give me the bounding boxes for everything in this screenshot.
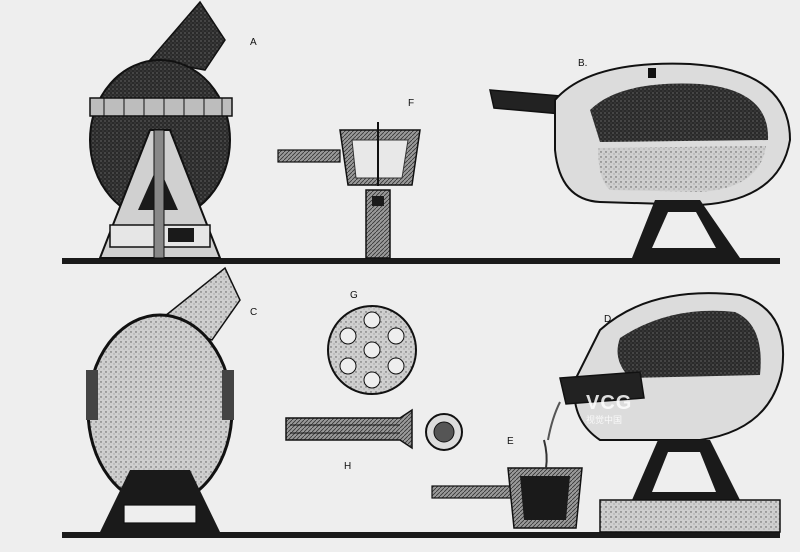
tuyere-plate-g (327, 305, 417, 395)
label-d: D (604, 314, 612, 325)
ground-line-top (62, 258, 780, 264)
watermark-sub: 视觉中国 (586, 415, 623, 425)
label-a: A (250, 37, 257, 48)
ground-line-bottom (62, 532, 780, 538)
label-f: F (408, 98, 415, 109)
converter-c (86, 266, 241, 532)
label-h: H (344, 461, 352, 472)
label-e: E (507, 436, 514, 447)
label-g: G (350, 290, 358, 301)
ladle-e (431, 439, 583, 529)
label-c: C (250, 307, 258, 318)
tuyere-h (285, 408, 463, 451)
watermark-brand: VCG (586, 392, 633, 414)
converter-d (547, 292, 784, 533)
ladle-f (277, 122, 421, 259)
label-b: B. (578, 58, 588, 69)
converter-b (489, 62, 792, 258)
converter-a (89, 0, 233, 259)
